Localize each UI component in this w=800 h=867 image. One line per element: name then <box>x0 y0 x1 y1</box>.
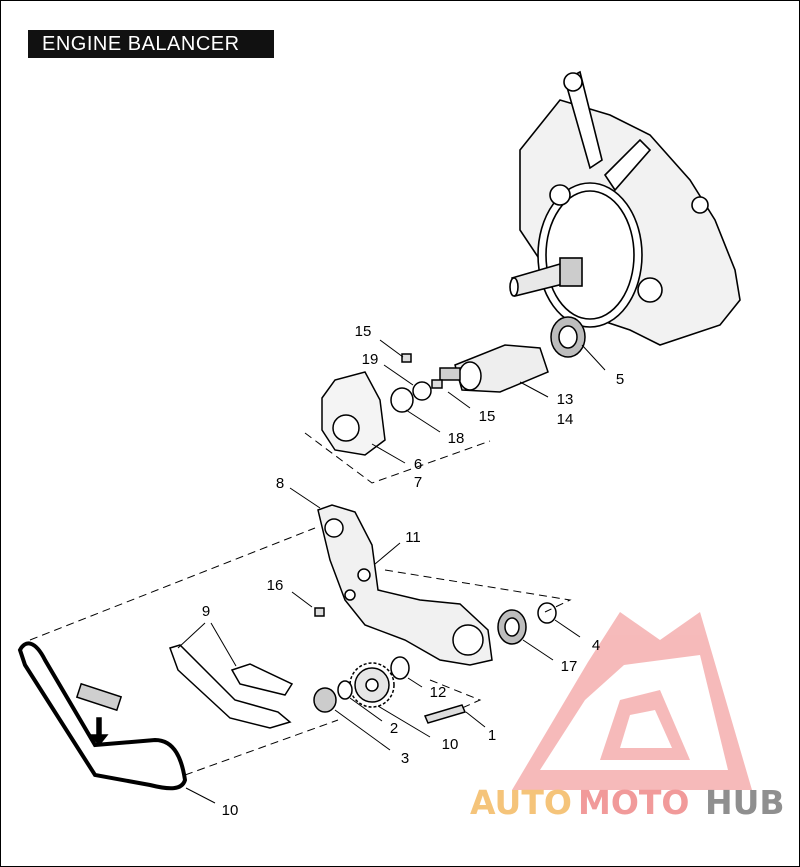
connecting-rod-2 <box>603 138 652 192</box>
bracket-8 <box>317 504 493 666</box>
chain-guide-9a <box>169 644 292 729</box>
callout-19: 19 <box>362 351 379 368</box>
balancer-parts <box>321 316 586 456</box>
flywheel-rim <box>545 190 635 320</box>
dowel-16 <box>314 607 325 617</box>
washer-4 <box>537 602 557 624</box>
callout-5: 5 <box>616 371 624 388</box>
watermark-logo <box>512 612 752 790</box>
callout-4: 4 <box>592 637 600 654</box>
callout-10-sprocket: 10 <box>442 736 459 753</box>
bracket-assembly <box>17 504 557 791</box>
watermark-auto: AUTO <box>470 783 572 822</box>
callout-11: 11 <box>405 529 421 546</box>
callout-9: 9 <box>202 603 210 620</box>
page-title: ENGINE BALANCER <box>42 33 240 55</box>
watermark-hub: HUB <box>705 783 785 822</box>
chain-guide-9b <box>230 663 294 696</box>
sprocket-10 <box>349 662 395 708</box>
callout-7: 7 <box>414 474 422 491</box>
callout-2: 2 <box>390 720 398 737</box>
washer-19 <box>412 381 432 401</box>
callout-14: 14 <box>557 411 574 428</box>
watermark-text: AUTO MOTO HUB <box>470 783 785 822</box>
seal-18 <box>390 387 414 413</box>
balancer-housing <box>321 371 386 456</box>
callout-18: 18 <box>448 430 465 447</box>
crankcase-assembly <box>509 70 741 346</box>
callout-17: 17 <box>561 658 578 675</box>
dowel-15-top <box>401 353 412 363</box>
logo-inner-cut <box>620 710 672 748</box>
crank-gear <box>559 257 583 287</box>
callout-6: 6 <box>414 456 422 473</box>
rod-eye <box>563 72 583 92</box>
callout-13: 13 <box>557 391 574 408</box>
chain-10 <box>17 641 188 791</box>
callout-15-top: 15 <box>355 323 372 340</box>
washer-2 <box>337 680 353 700</box>
callout-8: 8 <box>276 475 284 492</box>
flywheel <box>537 182 643 328</box>
callout-labels: 15 19 5 13 14 15 18 6 7 8 11 16 9 4 17 1… <box>202 323 624 819</box>
callout-10-chain: 10 <box>222 802 239 819</box>
chain-link-detail <box>75 682 123 712</box>
callout-16: 16 <box>267 577 284 594</box>
callout-15: 15 <box>479 408 496 425</box>
leader-lines <box>29 339 606 804</box>
callout-12: 12 <box>430 684 447 701</box>
bearing-3 <box>313 687 337 713</box>
direction-arrow <box>89 717 109 747</box>
spacer-12 <box>390 656 410 680</box>
title-banner: ENGINE BALANCER <box>28 30 274 58</box>
callout-3: 3 <box>401 750 409 767</box>
dowel-15 <box>431 379 443 389</box>
bolt-1 <box>423 704 467 724</box>
callout-1: 1 <box>488 727 496 744</box>
watermark-moto: MOTO <box>578 783 689 822</box>
balancer-stub <box>439 367 461 381</box>
